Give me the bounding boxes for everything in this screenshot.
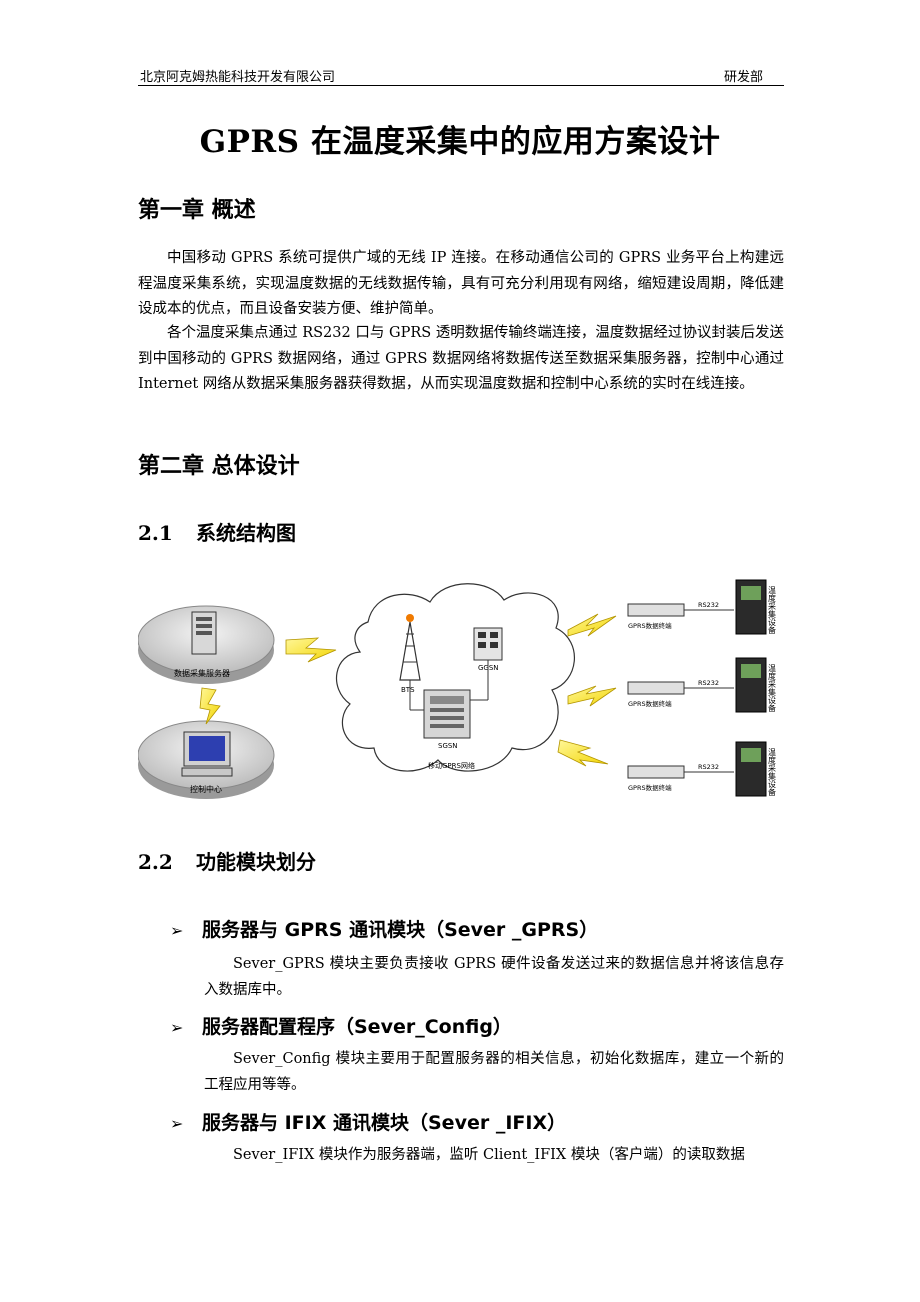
section-2-1-heading: 2.1 系统结构图 bbox=[138, 517, 296, 546]
header-department: 研发部 bbox=[724, 70, 764, 85]
section-2-1-number: 2.1 bbox=[138, 521, 173, 545]
wireless-link-icon bbox=[567, 613, 617, 637]
header-company: 北京阿克姆热能科技开发有限公司 bbox=[140, 70, 336, 85]
server-label: 数据采集服务器 bbox=[174, 668, 230, 678]
module-3-heading: ➢ 服务器与 IFIX 通讯模块（Sever _IFIX） bbox=[170, 1108, 566, 1135]
ggsn-icon bbox=[473, 627, 503, 661]
device-label: 温度采集设备 bbox=[768, 748, 777, 797]
terminal-label: GPRS数据终端 bbox=[628, 783, 672, 792]
module-2-title: 服务器配置程序（Sever_Config） bbox=[202, 1016, 512, 1038]
network-label: 移动GPRS网络 bbox=[428, 761, 475, 770]
module-1-description: Sever_GPRS 模块主要负责接收 GPRS 硬件设备发送过来的数据信息并将… bbox=[204, 956, 784, 998]
document-title: GPRS 在温度采集中的应用方案设计 bbox=[199, 124, 721, 160]
module-2-heading: ➢ 服务器配置程序（Sever_Config） bbox=[170, 1012, 512, 1039]
terminal-row-1: GPRS数据终端 RS232 bbox=[627, 579, 767, 635]
header-rule bbox=[138, 85, 784, 86]
server-icon bbox=[191, 611, 217, 655]
sgsn-icon bbox=[423, 689, 471, 739]
terminal-row-2: GPRS数据终端 RS232 bbox=[627, 657, 767, 713]
wireless-link-icon bbox=[285, 637, 337, 663]
terminal-label: GPRS数据终端 bbox=[628, 699, 672, 708]
chapter2-heading: 第二章 总体设计 bbox=[138, 454, 300, 479]
computer-icon bbox=[181, 731, 233, 777]
gprs-terminal-icon bbox=[627, 681, 685, 695]
chapter1-paragraph-1: 中国移动 GPRS 系统可提供广域的无线 IP 连接。在移动通信公司的 GPRS… bbox=[138, 250, 784, 317]
rs232-label: RS232 bbox=[698, 601, 719, 609]
terminal-label: GPRS数据终端 bbox=[628, 621, 672, 630]
arrow-bullet-icon: ➢ bbox=[170, 921, 184, 940]
terminal-row-3: GPRS数据终端 RS232 bbox=[627, 741, 767, 797]
section-2-2-heading: 2.2 功能模块划分 bbox=[138, 846, 316, 875]
section-2-2-number: 2.2 bbox=[138, 850, 173, 874]
gprs-terminal-icon bbox=[627, 765, 685, 779]
arrow-bullet-icon: ➢ bbox=[170, 1018, 184, 1037]
rs232-label: RS232 bbox=[698, 679, 719, 687]
gprs-terminal-icon bbox=[627, 603, 685, 617]
device-label: 温度采集设备 bbox=[768, 586, 777, 635]
module-3-title: 服务器与 IFIX 通讯模块（Sever _IFIX） bbox=[202, 1112, 567, 1134]
gprs-cloud bbox=[335, 583, 575, 772]
wireless-link-icon bbox=[557, 739, 609, 767]
wireless-link-icon bbox=[567, 685, 617, 707]
section-2-1-title: 系统结构图 bbox=[196, 521, 296, 545]
chapter1-paragraph-2: 各个温度采集点通过 RS232 口与 GPRS 透明数据传输终端连接，温度数据经… bbox=[138, 325, 784, 392]
module-2-description: Sever_Config 模块主要用于配置服务器的相关信息，初始化数据库，建立一… bbox=[204, 1051, 784, 1093]
device-labels: 温度采集设备 温度采集设备 温度采集设备 bbox=[768, 586, 777, 797]
device-label: 温度采集设备 bbox=[768, 664, 777, 713]
arrow-bullet-icon: ➢ bbox=[170, 1114, 184, 1133]
module-3-description: Sever_IFIX 模块作为服务器端，监听 Client_IFIX 模块（客户… bbox=[233, 1147, 745, 1163]
bts-label: BTS bbox=[401, 686, 415, 694]
module-1-title: 服务器与 GPRS 通讯模块（Sever _GPRS） bbox=[202, 919, 599, 941]
sgsn-label: SGSN bbox=[438, 742, 458, 750]
module-1-heading: ➢ 服务器与 GPRS 通讯模块（Sever _GPRS） bbox=[170, 915, 598, 942]
system-structure-diagram: 数据采集服务器 控制中心 BTS bbox=[137, 570, 788, 806]
rs232-label: RS232 bbox=[698, 763, 719, 771]
wireless-link-icon bbox=[199, 687, 221, 725]
chapter1-heading: 第一章 概述 bbox=[138, 198, 256, 223]
control-label: 控制中心 bbox=[190, 784, 222, 794]
section-2-2-title: 功能模块划分 bbox=[196, 850, 316, 874]
